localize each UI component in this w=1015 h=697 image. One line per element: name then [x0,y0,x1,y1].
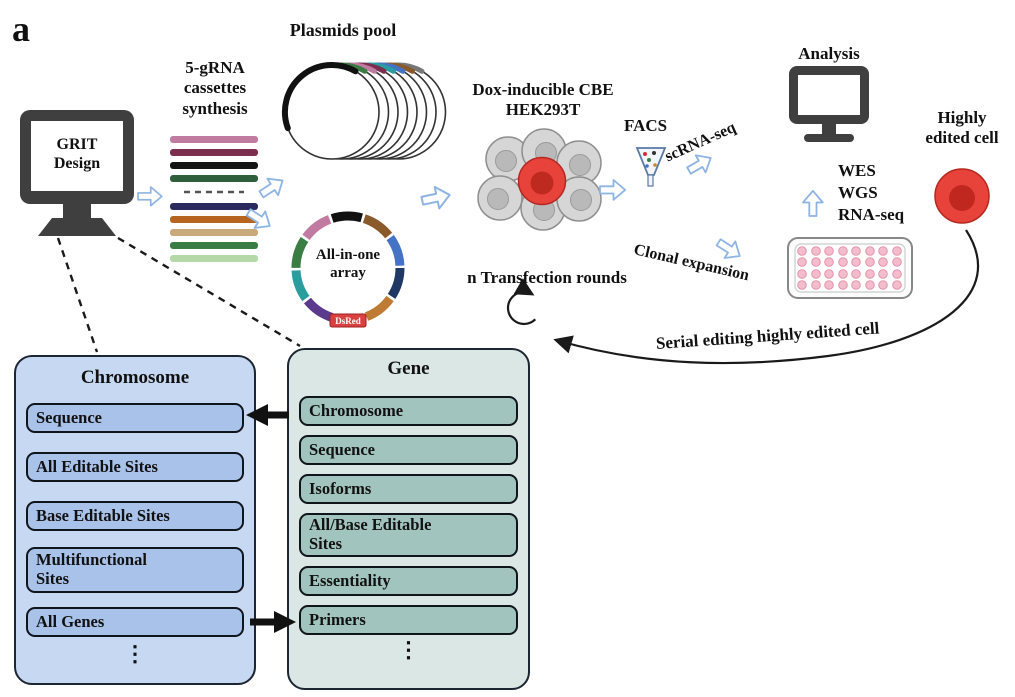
dsred-tag: DsRed [329,313,367,328]
chromosome-row-sequence: Sequence [26,402,244,433]
transfection-loop-arrow [506,278,537,326]
cassettes-label: 5-gRNA cassettes synthesis [182,58,248,118]
grit-design-label: GRIT Design [53,136,101,173]
gene-row-primers: Primers [299,604,518,635]
cassette-bars-icon [170,136,258,262]
analysis-monitor-icon [789,66,869,142]
analysis-label: Analysis [798,44,860,63]
flow-arrow-cells-to-facs [599,179,627,201]
facs-funnel-icon [635,147,667,187]
chromosome-row-all-editable-sites: All Editable Sites [26,451,244,482]
gene-box: Gene Chromosome Sequence Isoforms All/Ba… [287,348,530,690]
gene-row-isoforms: Isoforms [299,473,518,504]
dox-cbe-label: Dox-inducible CBE HEK293T [472,80,614,120]
chromosome-row-all-genes: All Genes [26,606,244,637]
chromosome-row-base-editable-sites: Base Editable Sites [26,500,244,531]
gene-row-chromosome: Chromosome [299,395,518,426]
dsred-label: DsRed [335,316,361,326]
transfection-label: n Transfection rounds [467,268,627,287]
serial-editing-arrow [553,229,980,365]
chromosome-box-ellipsis: ⋮ [124,640,146,666]
highly-edited-label: Highly edited cell [925,108,999,148]
chromosome-box: Chromosome Sequence All Editable Sites B… [14,355,256,685]
seq-methods-label: WES WGS RNA-seq [838,161,905,225]
red-edited-cell-icon [517,156,567,206]
chromosome-box-title: Chromosome [80,367,190,388]
chromosome-row-multifunctional-sites: Multifunctional Sites [26,546,244,593]
plasmid-pool-icon [281,62,447,160]
all-in-one-label: All-in-one array [315,247,381,281]
flow-arrow-design-to-cassettes [137,186,163,207]
gene-box-ellipsis: ⋮ [397,636,420,662]
flow-arrow-cassettes-to-pool [255,171,289,204]
gene-row-all-base-editable-sites: All/Base Editable Sites [299,512,518,557]
grit-monitor-icon [20,110,134,236]
all-in-one-plasmid-icon: DsRed [291,211,405,328]
dashed-connector-lines [56,236,301,353]
facs-label: FACS [624,116,668,135]
highly-edited-cell-icon [934,168,990,224]
gene-row-sequence: Sequence [299,434,518,465]
gene-row-essentiality: Essentiality [299,565,518,596]
cells-cluster-icon [477,128,602,231]
plasmids-pool-label: Plasmids pool [289,20,397,40]
well-plate-icon [787,237,913,299]
flow-arrow-array-to-cells [419,183,453,213]
panel-label: a [12,9,30,49]
gene-box-title: Gene [387,358,430,379]
flow-arrow-plate-to-analysis [802,189,824,217]
